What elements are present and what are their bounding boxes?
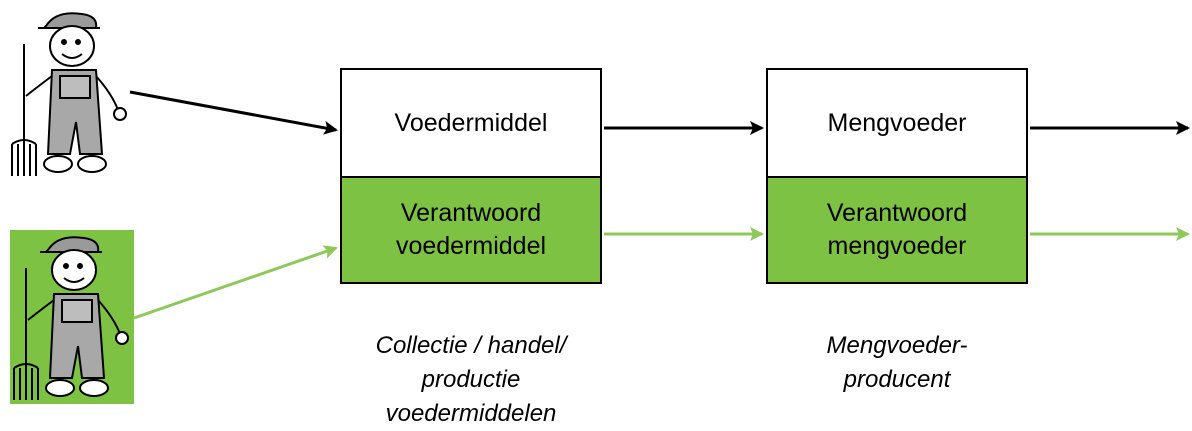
farmer-icon bbox=[11, 12, 127, 176]
caption-collectie: Collectie / handel/ productie voedermidd… bbox=[375, 332, 567, 427]
mengvoeder-label: Mengvoeder bbox=[768, 70, 1026, 178]
voedermiddel-label: Voedermiddel bbox=[342, 70, 600, 178]
farmer-icon bbox=[13, 236, 129, 400]
caption-mengvoeder-producent: Mengvoeder- producent bbox=[826, 332, 968, 393]
verantwoord-voedermiddel-label: Verantwoord voedermiddel bbox=[342, 178, 600, 282]
arrow-farmer-to-voedermiddel bbox=[129, 90, 338, 135]
verantwoord-mengvoeder-label: Verantwoord mengvoeder bbox=[768, 178, 1026, 282]
mengvoeder-box: Mengvoeder Verantwoord mengvoeder bbox=[766, 68, 1028, 284]
voedermiddel-box: Voedermiddel Verantwoord voedermiddel bbox=[340, 68, 602, 284]
arrow-green-farmer-to-verantwoord bbox=[133, 245, 338, 320]
